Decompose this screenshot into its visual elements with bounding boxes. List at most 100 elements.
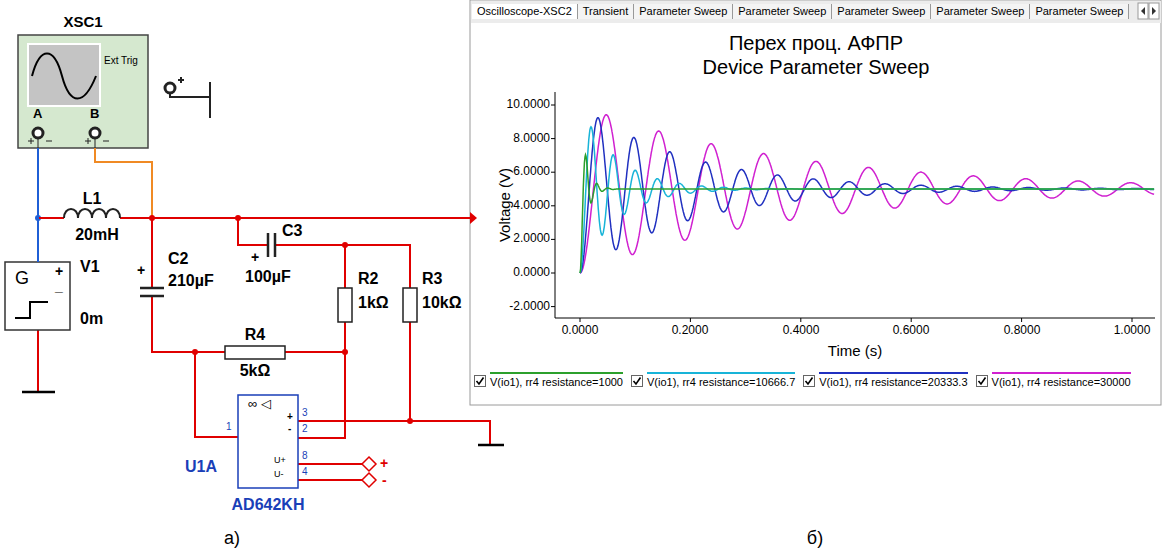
scroll-arrow [1152,7,1156,15]
capacitor-symbol [140,288,164,296]
legend-item: V(io1), rr4 resistance=30000 [976,372,1131,389]
plot-legend: V(io1), rr4 resistance=1000 V(io1), rr4 r… [474,372,1131,389]
part-label: C3 [282,222,302,240]
part-label: 4.0000 [513,199,550,213]
node-text: _ [55,278,63,294]
response-curve [580,127,1154,273]
part-label: 0.2000 [672,324,709,338]
node-text: + [55,263,63,279]
opamp-body [238,395,298,488]
part-label: C2 [168,250,188,268]
tab-label: Parameter Sweep [832,4,931,19]
probe-marker [470,212,477,224]
legend-checkbox [474,375,486,387]
node-text: U- [274,469,284,479]
signal-generator: G +_ [5,262,70,330]
node-text: Перех проц. АФПР [729,32,903,55]
oscilloscope-screen [28,44,100,106]
supply-connectors [362,457,376,487]
node-text: B [90,107,99,122]
tab-label: Parameter Sweep [1030,4,1129,19]
probe-wire [95,148,152,218]
probe-wire [37,148,39,262]
ground-symbol [478,444,504,447]
part-label: 100µF [245,268,291,286]
part-label: 0.8000 [1004,324,1041,338]
trigger-terminal [165,83,175,93]
oscilloscope: XSC1Ext TrigAB [18,35,148,148]
tab-label: Parameter Sweep [634,4,733,19]
resistor-symbol [225,346,285,359]
capacitor-symbol [268,233,275,257]
part-label: V1 [80,258,100,276]
tab-label: Oscilloscope-XSC2 [472,4,578,19]
response-curve [580,115,1154,273]
part-label: + [137,262,145,278]
node-text: 8 [302,450,308,462]
node-text: 3 [302,407,308,419]
node-text: + [287,411,293,423]
tab-strip [471,1,1161,23]
legend-item: V(io1), rr4 resistance=1000 [474,372,623,389]
scroll-arrow [1141,7,1145,15]
node-text: 4 [302,466,308,478]
node-text: - [288,423,291,435]
node-text: XSC1 [63,13,102,30]
tab-bar: Oscilloscope-XSC2TransientParameter Swee… [472,4,1129,19]
node-text: 1 [226,421,232,433]
part-label: 10.0000 [507,98,550,112]
generator-body [5,262,70,330]
resistor-symbol [403,288,417,322]
part-label: L1 [83,190,102,208]
part-label: 5kΩ [240,362,271,380]
trigger-wire [170,77,210,118]
terminal [33,128,43,138]
part-label: 6.0000 [513,165,550,179]
part-label: 20mH [75,226,119,244]
part-label: 1.0000 [1114,324,1151,338]
part-label: Voltage (V) [496,168,513,242]
part-label: - [382,472,387,488]
part-label: 0.6000 [893,324,930,338]
part-label: 0.0000 [513,266,550,280]
scroll-button [1138,3,1148,19]
part-label: + [251,249,259,265]
chart-window [470,0,1161,405]
terminal-marks [28,138,109,148]
tab-label: Parameter Sweep [733,4,832,19]
part-label: -2.0000 [509,300,550,314]
legend-text: V(io1), rr4 resistance=30000 [992,372,1131,389]
legend-text: V(io1), rr4 resistance=1000 [490,372,623,389]
legend-checkbox [803,375,815,387]
part-label: R4 [245,326,265,344]
part-label: 8.0000 [513,132,550,146]
sine-icon [32,54,96,99]
part-label: + [380,455,388,471]
part-label: а) [224,528,240,549]
response-curve [580,155,1154,273]
ground-symbol [22,391,55,394]
resistor-symbol [338,288,352,322]
part-label: б) [807,528,823,549]
legend-checkbox [631,375,643,387]
part-label: R3 [422,270,442,288]
response-curve [580,118,1154,273]
node-text: Ext Trig [104,55,138,67]
tab-label: Parameter Sweep [931,4,1030,19]
part-label: 2.0000 [513,232,550,246]
part-label: 10kΩ [422,294,462,312]
part-label: 0.4000 [783,324,820,338]
node-text: U+ [274,455,286,465]
legend-item: V(io1), rr4 resistance=20333.3 [803,372,967,389]
node-text: G [15,268,29,289]
op-amp: ∞ ◁+-U+U-13284 [238,395,298,488]
part-label: AD642KH [232,496,305,514]
node-text: ∞ ◁ [248,397,271,412]
junction-dots [149,215,413,424]
chart-panel: Перех проц. АФПРDevice Parameter Sweep [470,24,1162,405]
tab-label: Transient [578,4,634,19]
legend-text: V(io1), rr4 resistance=10666.7 [647,372,795,389]
part-label: 0m [80,310,103,328]
oscilloscope-body [18,35,148,148]
part-label: Time (s) [828,342,882,359]
